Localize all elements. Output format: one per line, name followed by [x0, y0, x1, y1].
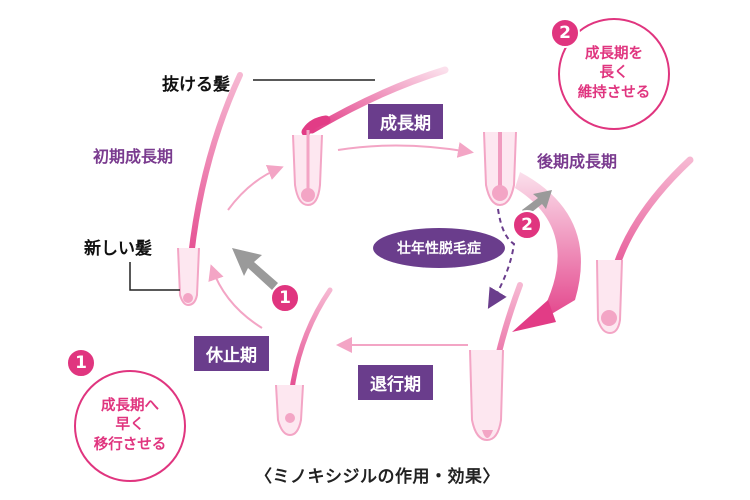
shortening-dashed-arrow — [487, 199, 516, 309]
telogen-phase-box: 休止期 — [194, 336, 269, 371]
note-1-text: 成長期へ 早く 移行させる — [93, 397, 167, 453]
leader-lines — [129, 79, 375, 291]
late-anagen-label: 後期成長期 — [537, 152, 618, 171]
condition-ellipse: 壮年性脱毛症 — [373, 228, 505, 268]
anagen-follicle — [292, 130, 323, 207]
new-hair-follicle — [177, 247, 200, 307]
new-hair-label: 新しい髪 — [84, 239, 152, 259]
note-circle-1: 成長期へ 早く 移行させる — [74, 370, 186, 482]
large-transition-arrow — [515, 172, 581, 328]
catagen-hair — [469, 282, 523, 442]
late-anagen-hair — [596, 156, 694, 335]
early-anagen-label: 初期成長期 — [93, 147, 174, 166]
anagen-phase-box: 成長期 — [368, 104, 443, 139]
late-anagen-follicle — [483, 131, 517, 207]
catagen-phase-box: 退行期 — [358, 365, 433, 400]
falling-hair-label: 抜ける髪 — [162, 75, 230, 95]
gray-arrow-1 — [232, 248, 278, 290]
telogen-hair — [275, 287, 333, 437]
diagram-caption: 〈ミノキシジルの作用・効果〉 — [255, 467, 500, 487]
note-1-badge: 1 — [66, 348, 96, 378]
gray-arrow-2 — [522, 190, 552, 216]
note-2-badge: 2 — [550, 18, 580, 48]
cycle-arrows — [208, 142, 474, 353]
badge-2-cycle: 2 — [512, 210, 542, 240]
badge-1-cycle: 1 — [270, 283, 300, 313]
note-2-text: 成長期を 長く 維持させる — [577, 45, 651, 101]
